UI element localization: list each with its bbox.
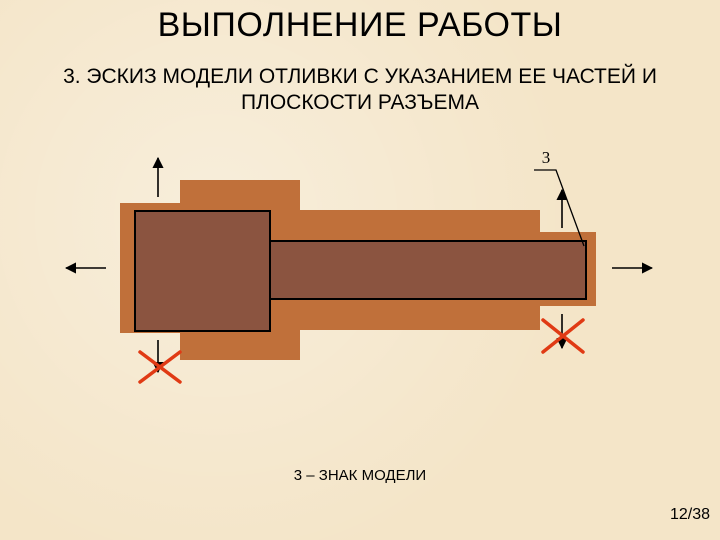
cross-mark-icon [541, 318, 585, 354]
subtitle-line-1: 3. ЭСКИЗ МОДЕЛИ ОТЛИВКИ С УКАЗАНИЕМ ЕЕ Ч… [63, 65, 657, 88]
figure-caption: 3 – ЗНАК МОДЕЛИ [293, 467, 427, 484]
model-shaft [269, 240, 587, 300]
slide-title: ВЫПОЛНЕНИЕ РАБОТЫ [157, 6, 563, 44]
callout-leader [534, 169, 585, 247]
cross-mark-icon [138, 350, 182, 384]
callout-label: 3 [542, 148, 551, 167]
page-number: 12/38 [669, 506, 710, 523]
model-head [134, 210, 271, 332]
slide-subtitle: 3. ЭСКИЗ МОДЕЛИ ОТЛИВКИ С УКАЗАНИЕМ ЕЕ Ч… [10, 64, 710, 116]
subtitle-line-2: ПЛОСКОСТИ РАЗЪЕМА [240, 91, 480, 114]
